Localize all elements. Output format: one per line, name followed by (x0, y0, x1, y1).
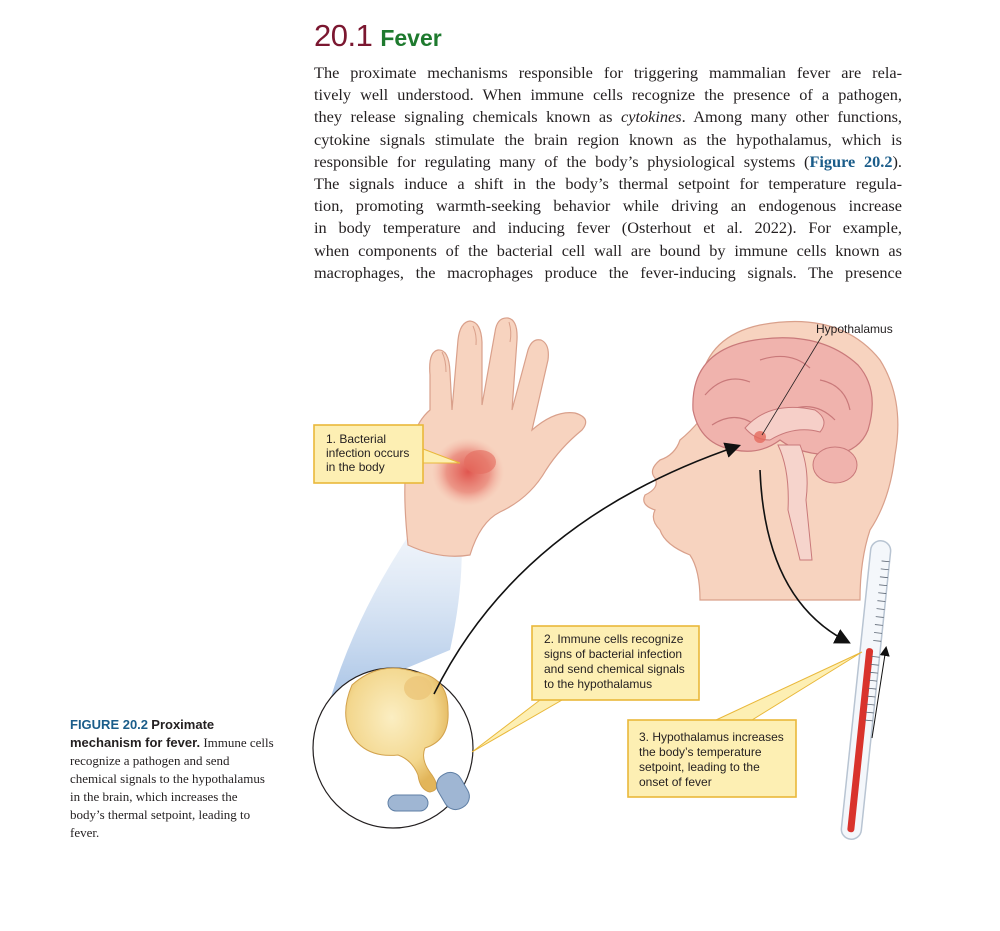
body-line: when components of the bacterial cell wa… (314, 240, 902, 260)
body-line: responsible for regulating many of the b… (314, 151, 902, 171)
body-line: in body temperature and inducing fever (… (314, 218, 902, 238)
callout-1-line: in the body (326, 460, 385, 474)
section-heading: 20.1 Fever (314, 18, 442, 54)
body-paragraph: The proximate mechanisms responsible for… (314, 62, 902, 284)
callout-2-line: signs of bacterial infection (544, 647, 682, 661)
hypothalamus (754, 431, 766, 443)
callout-3: 3. Hypothalamus increases the body’s tem… (627, 651, 863, 798)
body-line: tively well understood. When immune cell… (314, 85, 902, 105)
thermometer (840, 540, 892, 840)
body-line: cytokine signals stimulate the brain reg… (314, 129, 902, 149)
section-number: 20.1 (314, 18, 373, 53)
callout-1-line: 1. Bacterial (326, 432, 386, 446)
head-illustration (643, 320, 899, 601)
caption-label: FIGURE 20.2 (70, 717, 149, 732)
body-line: The proximate mechanisms responsible for… (314, 63, 902, 82)
callout-3-line: 3. Hypothalamus increases (639, 730, 784, 744)
body-line: they release signaling chemicals known a… (314, 107, 902, 127)
body-line: macrophages, the macrophages produce the… (314, 262, 902, 282)
callout-3-line: onset of fever (639, 775, 712, 789)
callout-2-line: 2. Immune cells recognize (544, 632, 684, 646)
figure-caption: FIGURE 20.2 Proximate mechanism for feve… (70, 716, 275, 842)
magnified-view (312, 667, 474, 829)
term-cytokines: cytokines (621, 107, 682, 127)
callout-2: 2. Immune cells recognize signs of bacte… (471, 625, 700, 753)
callout-2-line: and send chemical signals (544, 662, 685, 676)
setpoint-arrow (759, 469, 851, 644)
bacterium (436, 771, 470, 811)
callout-3-line: setpoint, leading to the (639, 760, 760, 774)
caption-title: Proximate mechanism for fever. (70, 717, 215, 750)
section-title: Fever (380, 25, 442, 51)
body-line: tion, promoting warmth-seeking behavior … (314, 196, 902, 216)
callout-2-line: to the hypothalamus (544, 677, 652, 691)
signal-arrow (433, 442, 742, 695)
hypothalamus-label: Hypothalamus (816, 322, 893, 336)
hand-illustration (404, 317, 587, 557)
callout-1: 1. Bacterial infection occurs in the bod… (313, 424, 461, 484)
brainstem (777, 444, 813, 561)
body-line: The signals induce a shift in the body’s… (314, 173, 902, 193)
callout-3-line: the body’s temperature (639, 745, 762, 759)
brain (692, 337, 873, 456)
caption-text: Immune cells recognize a pathogen and se… (70, 735, 274, 840)
figure-reference-link[interactable]: Figure 20.2 (809, 151, 893, 171)
bacterium (387, 794, 429, 812)
callout-1-line: infection occurs (326, 446, 409, 460)
cerebellum (812, 446, 858, 484)
